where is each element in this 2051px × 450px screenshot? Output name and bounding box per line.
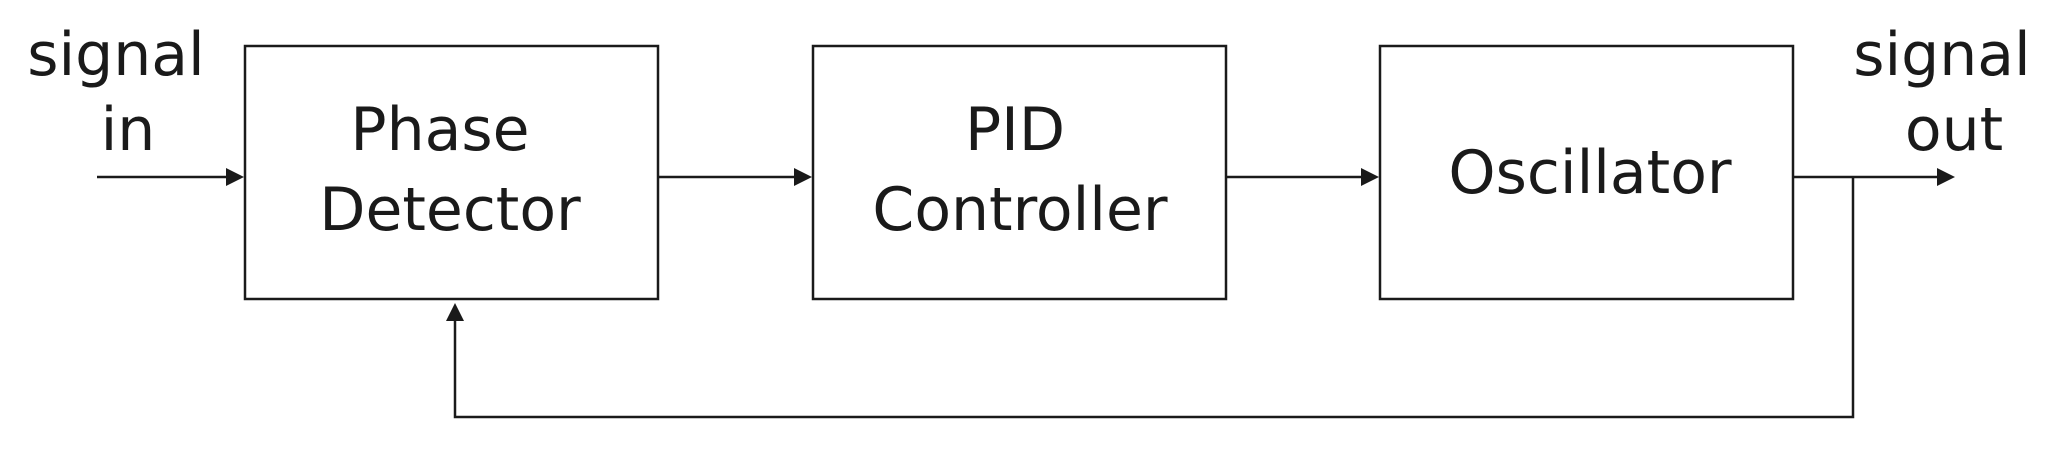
pid-controller-block: PID Controller <box>811 44 1228 301</box>
phase-detector-block: Phase Detector <box>243 44 660 301</box>
detector-to-pid-arrowhead <box>794 168 812 186</box>
output-arrowhead <box>1937 168 1955 186</box>
feedback-arrowhead <box>446 303 464 321</box>
pid-controller-box <box>811 44 1228 301</box>
feedback-path-line <box>453 177 1855 419</box>
oscillator-box <box>1378 44 1795 301</box>
pid-controller-label-line2: Controller <box>872 175 1167 245</box>
pid-controller-label-line1: PID <box>965 95 1065 165</box>
output-label-line1: signal <box>1853 20 2030 90</box>
pid-to-oscillator-arrowhead <box>1361 168 1379 186</box>
input-arrowhead <box>226 168 244 186</box>
oscillator-label: Oscillator <box>1448 138 1731 208</box>
output-label-line2: out <box>1905 95 2003 165</box>
phase-detector-label-line1: Phase <box>350 95 529 165</box>
oscillator-block: Oscillator <box>1378 44 1795 301</box>
input-label-line1: signal <box>27 20 204 90</box>
input-label-line2: in <box>101 95 156 165</box>
phase-detector-label-line2: Detector <box>319 175 581 245</box>
phase-detector-box <box>243 44 660 301</box>
